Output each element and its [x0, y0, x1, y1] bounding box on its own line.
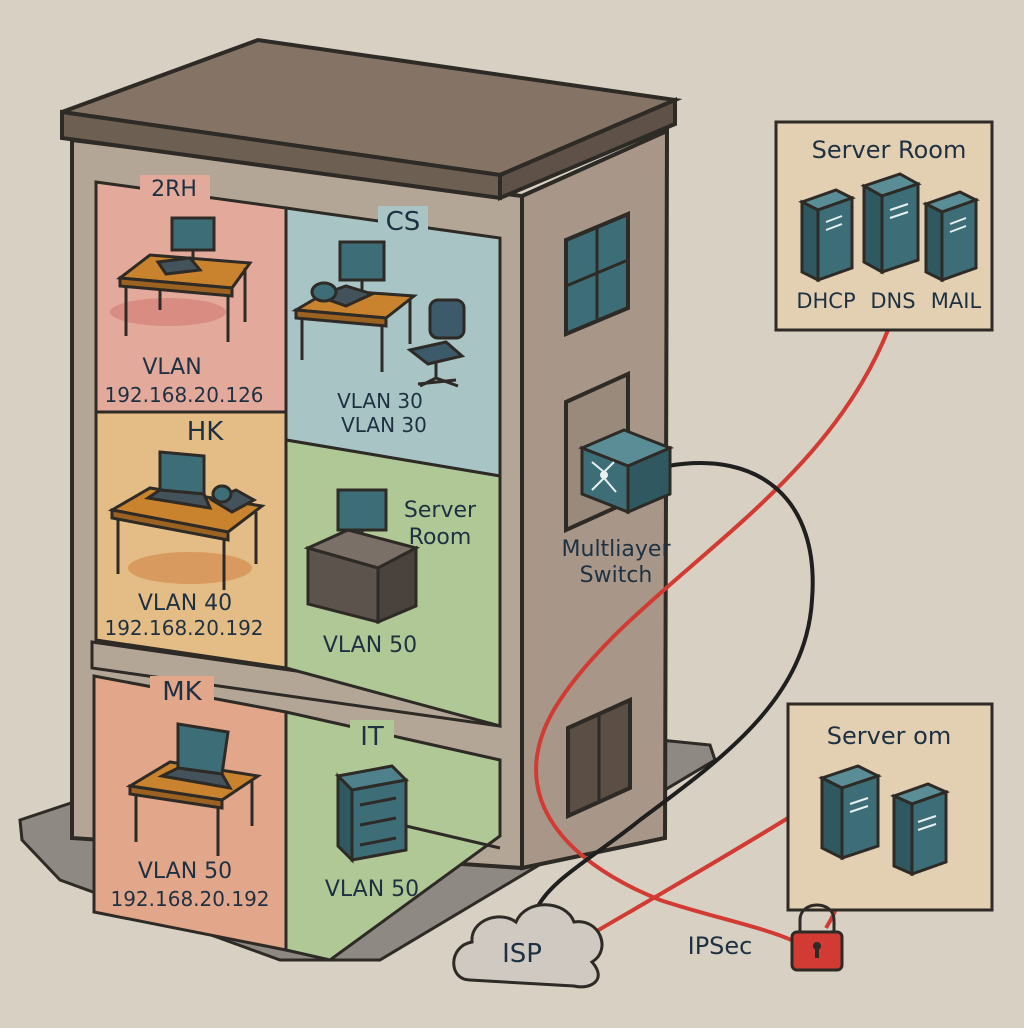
room-server-vlan: VLAN 50 [323, 633, 417, 658]
room-2rh-ip: 192.168.20.126 [104, 383, 263, 407]
server-icon [889, 782, 951, 877]
vpn-tunnel-line [588, 816, 790, 937]
laptop-icon [157, 722, 233, 791]
server-room-top-title: Server Room [812, 136, 967, 164]
roof-side-edge [498, 96, 677, 202]
side-window-top [564, 210, 630, 338]
ipsec-label: IPSec [688, 932, 753, 960]
lock-icon [790, 903, 844, 972]
server-icon [818, 764, 882, 861]
room-hk-ip: 192.168.20.192 [104, 616, 263, 640]
room-hk-title: HK [187, 417, 225, 447]
room-mk-title: MK [162, 677, 202, 707]
monitor-icon [338, 240, 386, 292]
server-rack-icon [334, 764, 501, 864]
server-dns-label: DNS [870, 289, 915, 313]
server-mail-label: MAIL [931, 289, 982, 313]
monitor-icon [336, 488, 388, 544]
room-mk-ip: 192.168.20.192 [110, 887, 269, 911]
room-2rh-title: 2RH [151, 177, 197, 202]
room-server-title-line1: Server [404, 498, 477, 523]
phone-icon [310, 281, 377, 308]
server-dhcp-label: DHCP [796, 289, 855, 313]
multilayer-switch-icon [578, 428, 674, 515]
phone-icon [208, 484, 258, 514]
desk-hk [107, 486, 266, 590]
server-dns-icon [860, 172, 922, 275]
server-room-bottom-title: Server om [827, 722, 951, 750]
switch-label-line1: Multliayer [562, 537, 672, 562]
switch-label-line2: Switch [580, 563, 653, 588]
side-door-bottom [566, 696, 632, 820]
room-cs-title: CS [386, 207, 421, 237]
desk-server-room [303, 528, 421, 625]
monitor-icon [155, 216, 216, 276]
vpn-tunnel-line [534, 329, 890, 950]
room-server-title-line2: Room [409, 525, 472, 550]
room-cs-vlan-2: VLAN 30 [341, 413, 427, 437]
room-it-title: IT [360, 722, 384, 752]
server-mail-icon [922, 190, 980, 283]
office-chair-icon [406, 298, 466, 388]
network-cable [534, 461, 815, 911]
isp-cloud-icon [452, 903, 604, 989]
laptop-icon [143, 450, 213, 510]
server-dhcp-icon [798, 188, 856, 283]
isp-label: ISP [502, 939, 542, 969]
room-2rh-vlan: VLAN [142, 355, 201, 380]
room-hk-vlan: VLAN 40 [138, 591, 232, 616]
room-cs-vlan: VLAN 30 [337, 389, 423, 413]
room-it-vlan: VLAN 50 [325, 877, 419, 902]
room-mk-vlan: VLAN 50 [138, 859, 232, 884]
